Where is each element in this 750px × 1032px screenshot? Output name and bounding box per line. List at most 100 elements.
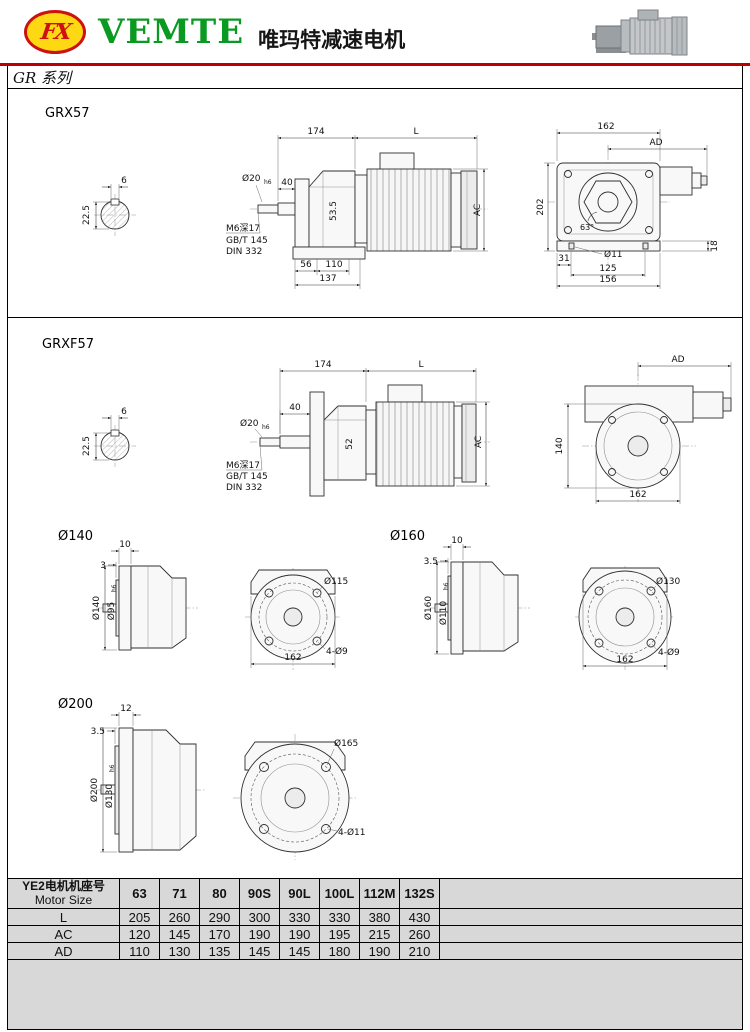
- cell-AC-112m: 215: [360, 926, 400, 943]
- section-flange-140-160: Ø140 Ø160 10 3: [8, 518, 742, 688]
- table-header-cn: YE2电机机座号: [22, 878, 105, 893]
- cell-L-90s: 300: [240, 909, 280, 926]
- dim-AD: AD: [649, 138, 662, 148]
- dim-shaft-dia: Ø20: [240, 418, 259, 429]
- grx57-title: GRX57: [45, 106, 90, 121]
- series-label: GR 系列: [13, 68, 72, 87]
- dim-202: 202: [536, 198, 546, 215]
- grxf57-front-view: AD 140 162: [555, 355, 732, 504]
- flange-200-drawing: Ø200 12 3.5: [58, 697, 366, 860]
- dim-174: 174: [314, 360, 331, 370]
- flange140-side-view: 10 3 Ø140 Ø95 h6: [91, 540, 198, 651]
- dim-bolt-circle: Ø165: [334, 738, 358, 749]
- dim-shaft-tol: h6: [262, 424, 270, 431]
- brand-logo: FX: [24, 9, 86, 54]
- dim-140: 140: [555, 437, 565, 454]
- dim-bolt-circle: Ø115: [324, 576, 348, 587]
- grx57-drawing: GRX57 6 22.5: [45, 106, 720, 289]
- dim-flange-od: Ø160: [423, 596, 434, 621]
- cell-L-112m: 380: [360, 909, 400, 926]
- flange200-front-view: Ø165 4-Ø11: [233, 734, 366, 860]
- grxf57-side-view: 174 L 40 Ø20 h6 52 AC M6深17 G: [226, 360, 490, 497]
- cell-L-71: 260: [160, 909, 200, 926]
- dim-shaft-dia: Ø20: [242, 173, 261, 184]
- dim-3-5: 3.5: [424, 557, 438, 567]
- gearmotor-photo: [592, 9, 688, 55]
- table-corner-cell: YE2电机机座号 Motor Size: [8, 879, 120, 909]
- row-label-AC: AC: [8, 926, 120, 943]
- dim-shaft-tol: h6: [264, 179, 272, 186]
- row-label-AD: AD: [8, 943, 120, 960]
- note-din: DIN 332: [226, 247, 262, 257]
- col-header-90s: 90S: [240, 879, 280, 909]
- grxf57-shaft-key-detail: 6 22.5: [82, 407, 136, 467]
- dim-spigot: Ø95: [106, 602, 117, 621]
- cell-AD-132s: 210: [400, 943, 440, 960]
- dim-40: 40: [289, 403, 301, 413]
- section-grx57: GRX57 6 22.5: [8, 89, 742, 318]
- cell-AD-90l: 145: [280, 943, 320, 960]
- grx57-front-view: 162 AD 202 63° Ø11: [536, 122, 720, 289]
- dim-holes: 4-Ø9: [326, 646, 348, 657]
- dim-flange-od: Ø200: [89, 778, 100, 803]
- cell-AC-80: 170: [200, 926, 240, 943]
- dim-63deg: 63°: [580, 223, 594, 232]
- motor-dimension-zone: YE2电机机座号 Motor Size 63 71 80 90S 90L 100…: [8, 878, 742, 1029]
- dim-flange-od: Ø140: [91, 596, 102, 621]
- col-header-112m: 112M: [360, 879, 400, 909]
- cell-AC-132s: 260: [400, 926, 440, 943]
- dim-125: 125: [599, 264, 616, 274]
- grx57-side-view: 174 L 40 Ø20 h6 53.5 AC: [226, 127, 488, 289]
- table-filler: [440, 926, 742, 943]
- col-header-132s: 132S: [400, 879, 440, 909]
- cell-L-63: 205: [120, 909, 160, 926]
- dim-spigot-tol: h6: [443, 582, 450, 590]
- grx57-shaft-key-detail: 6 22.5: [82, 176, 136, 236]
- dim-10: 10: [451, 536, 463, 546]
- note-din: DIN 332: [226, 483, 262, 493]
- dim-52: 52: [345, 438, 355, 449]
- dim-162: 162: [284, 653, 301, 663]
- dim-12: 12: [120, 704, 131, 714]
- flange140-title: Ø140: [58, 529, 93, 544]
- dim-spigot: Ø130: [104, 784, 115, 809]
- dim-18: 18: [710, 240, 720, 252]
- series-label-row: GR 系列: [8, 66, 742, 89]
- dim-53-5: 53.5: [329, 201, 339, 221]
- dim-spigot: Ø110: [438, 601, 449, 626]
- dim-56: 56: [300, 260, 312, 270]
- cell-AD-71: 130: [160, 943, 200, 960]
- section-flange-200: Ø200 12 3.5: [8, 688, 742, 878]
- dim-bolt-circle: Ø130: [656, 576, 681, 587]
- dim-spigot-tol: h6: [109, 764, 116, 772]
- dim-3-5: 3.5: [91, 727, 105, 737]
- motor-dimension-table: YE2电机机座号 Motor Size 63 71 80 90S 90L 100…: [8, 879, 742, 960]
- col-header-90l: 90L: [280, 879, 320, 909]
- dim-AD: AD: [671, 355, 684, 365]
- dim-162: 162: [597, 122, 614, 132]
- cell-AC-100l: 195: [320, 926, 360, 943]
- dim-L: L: [413, 127, 418, 137]
- dim-key-height: 22.5: [82, 205, 92, 225]
- brand-subtitle: 唯玛特减速电机: [258, 28, 406, 52]
- table-header-en: Motor Size: [34, 892, 93, 907]
- dim-key-width: 6: [121, 407, 127, 417]
- col-header-100l: 100L: [320, 879, 360, 909]
- brand-name: VEMTE: [98, 11, 245, 52]
- cell-L-80: 290: [200, 909, 240, 926]
- cell-AD-100l: 180: [320, 943, 360, 960]
- logo-monogram: FX: [38, 18, 72, 45]
- cell-AC-90s: 190: [240, 926, 280, 943]
- cell-AD-112m: 190: [360, 943, 400, 960]
- cell-AC-71: 145: [160, 926, 200, 943]
- flange-140-160-drawing: Ø140 Ø160 10 3: [58, 529, 681, 670]
- dim-10: 10: [119, 540, 131, 550]
- dim-holes: 4-Ø11: [338, 827, 366, 838]
- dim-31: 31: [558, 254, 569, 264]
- cell-AC-90l: 190: [280, 926, 320, 943]
- cell-AD-63: 110: [120, 943, 160, 960]
- page-header: FX VEMTE 唯玛特减速电机: [0, 0, 750, 63]
- dim-137: 137: [319, 274, 336, 284]
- cell-AC-63: 120: [120, 926, 160, 943]
